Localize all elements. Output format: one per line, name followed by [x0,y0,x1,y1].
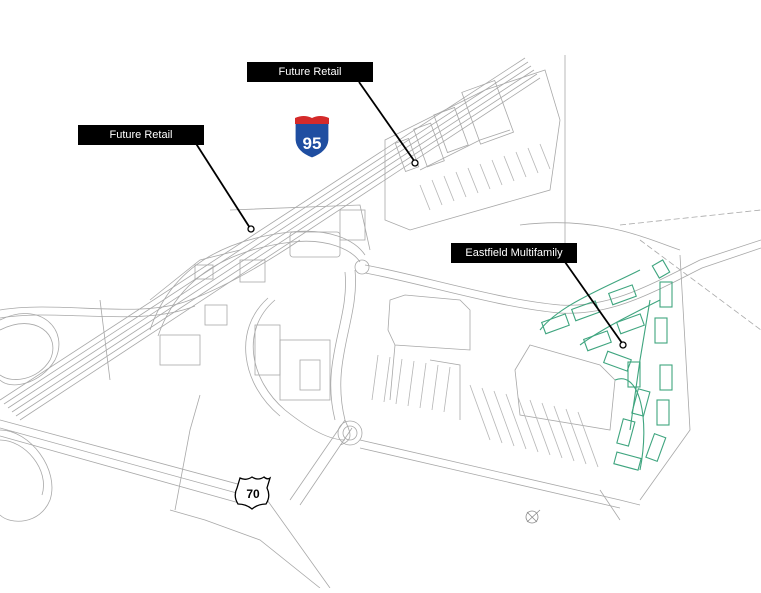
interstate-95-number: 95 [303,134,322,153]
us-70-number: 70 [246,487,260,501]
interstate-95-road [0,57,541,421]
eastfield-multifamily-buildings [539,259,673,471]
interchange-ramps [0,239,301,522]
interstate-95-shield-icon: 95 [294,115,330,159]
north-retail-parking [419,143,551,211]
north-retail-area [384,55,566,260]
callout-pin-multifamily [619,341,627,349]
north-arrow-icon [525,509,541,524]
callout-leaders [194,81,623,344]
callout-pin-west-retail [247,225,255,233]
west-retail-pads [99,204,371,381]
callout-future-retail-north: Future Retail [247,62,373,82]
us-70-shield-icon: 70 [234,476,272,510]
us-70-road [0,419,353,589]
central-parking [371,354,599,468]
east-boundary [519,209,761,521]
callout-pin-north-retail [411,159,419,167]
main-ring-road [149,230,761,511]
callout-future-retail-west: Future Retail [78,125,204,145]
callout-eastfield-multifamily: Eastfield Multifamily [451,243,577,263]
central-anchor-stores [279,294,616,431]
